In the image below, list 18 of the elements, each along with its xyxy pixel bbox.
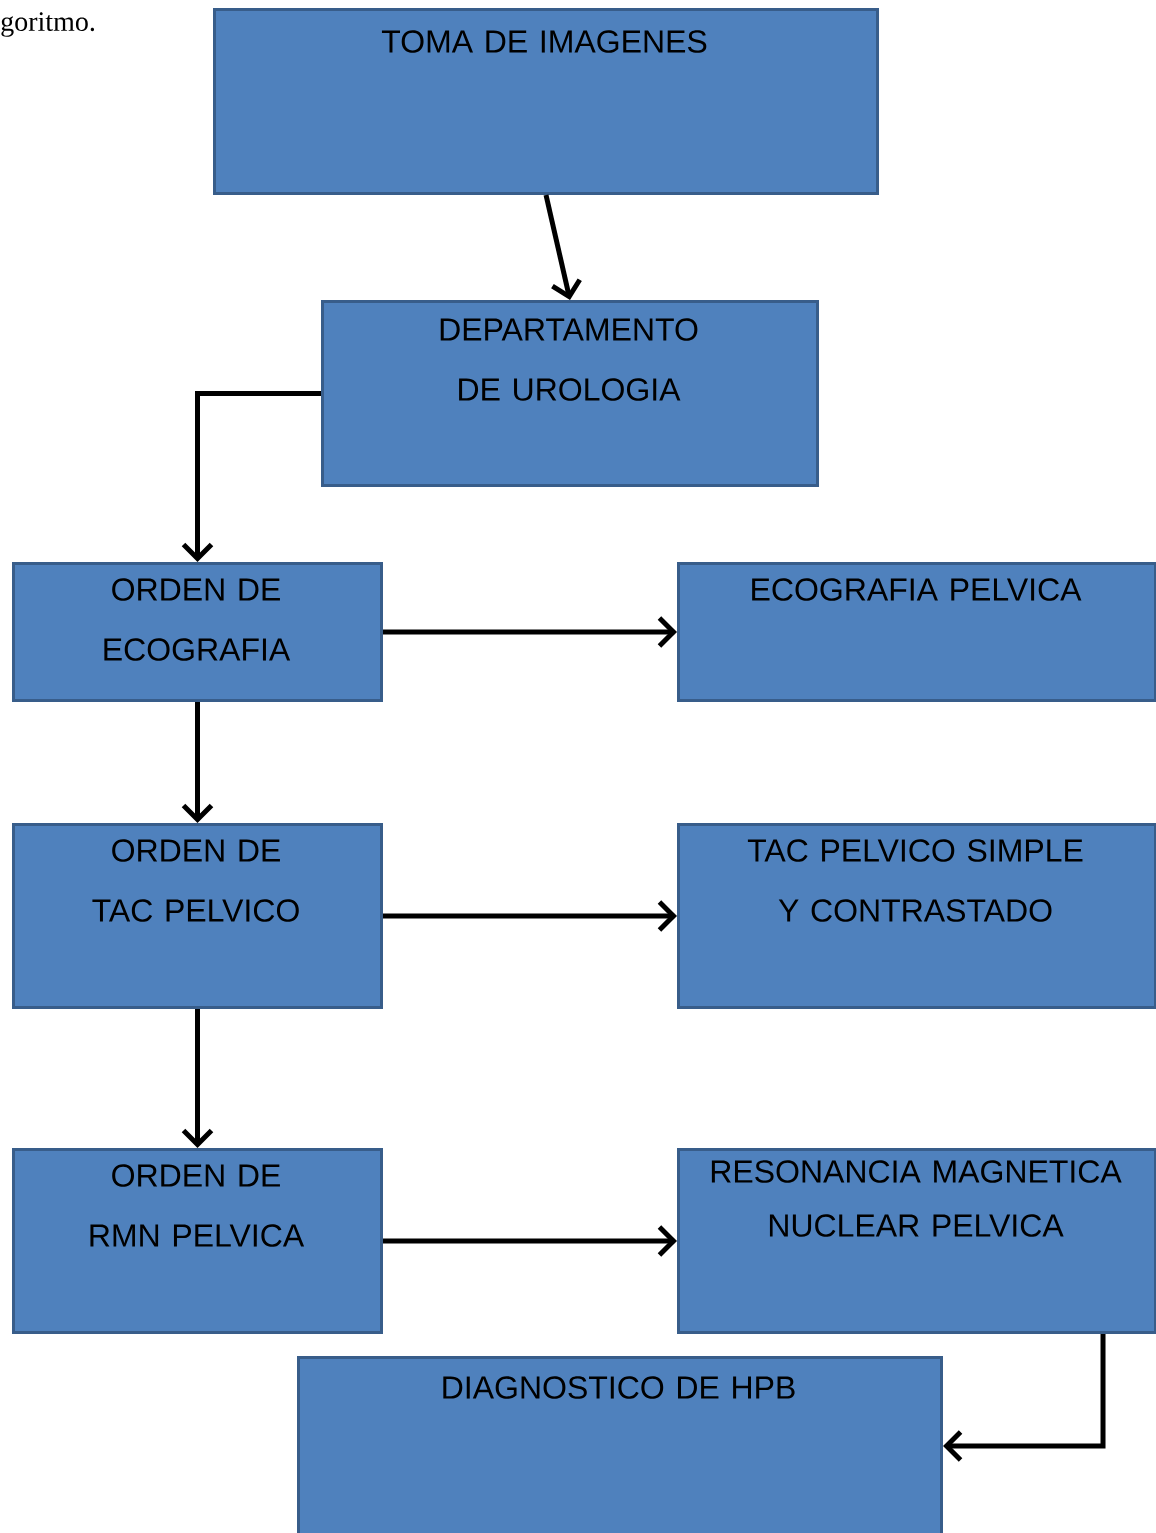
process-box: TAC PELVICO SIMPLE Y CONTRASTADO (677, 823, 1156, 1009)
arrow (943, 1334, 1106, 1462)
arrow (181, 702, 214, 823)
process-box: DIAGNOSTICO DE HPB (297, 1356, 943, 1533)
process-box: ORDEN DE TAC PELVICO (12, 823, 383, 1009)
process-box: ORDEN DE ECOGRAFIA (12, 562, 383, 702)
process-box: ECOGRAFIA PELVICA (677, 562, 1156, 702)
arrow (383, 1225, 677, 1257)
arrow (181, 391, 321, 562)
process-box: TOMA DE IMAGENES (213, 8, 879, 195)
arrow (181, 1009, 214, 1148)
process-box: DEPARTAMENTO DE UROLOGIA (321, 300, 819, 487)
arrow (383, 616, 677, 648)
arrow (383, 900, 677, 932)
arrow (543, 194, 582, 300)
process-box: ORDEN DE RMN PELVICA (12, 1148, 383, 1334)
caption-text: goritmo. (1, 12, 95, 37)
process-box: RESONANCIA MAGNETICA NUCLEAR PELVICA (677, 1148, 1156, 1334)
